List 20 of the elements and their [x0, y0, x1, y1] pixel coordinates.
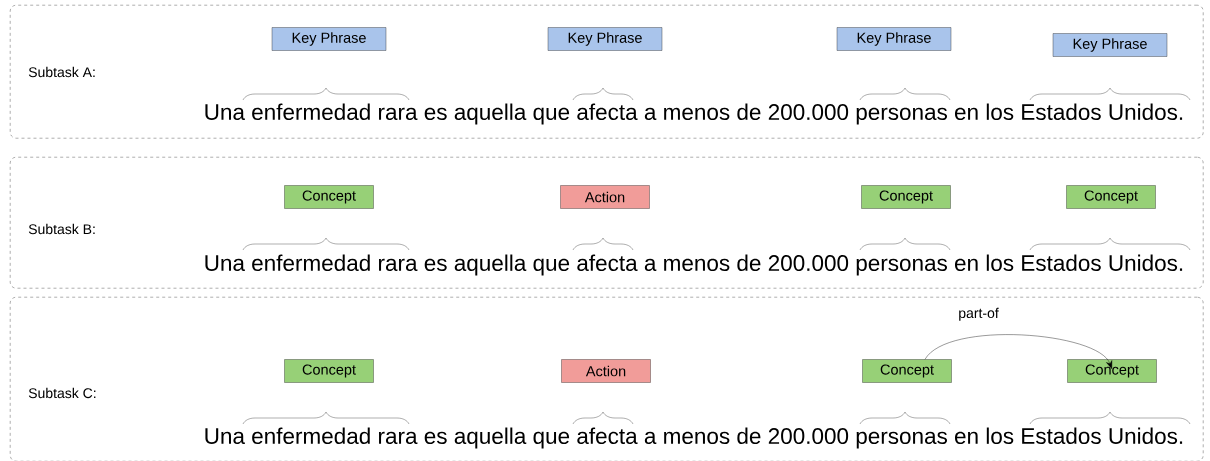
tag-box: Key Phrase	[547, 27, 663, 51]
sentence: Una enfermedad rara es aquella que afecta a menos de 200.000 personas en los Estados Unidos.	[205, 427, 1183, 449]
tag-box: Key Phrase	[271, 27, 387, 51]
tag-box: Concept	[862, 359, 952, 383]
subtask-label: Subtask C:	[28, 387, 96, 399]
subtask-label: Subtask A:	[28, 66, 95, 78]
tag-box: Concept	[284, 359, 374, 383]
arrow	[924, 334, 1113, 369]
tag-box: Action	[560, 185, 650, 209]
tag-box: Concept	[284, 185, 374, 209]
tag-box: Key Phrase	[1052, 33, 1168, 57]
tag-box: Action	[561, 359, 651, 383]
tag-box: Concept	[1066, 185, 1156, 209]
edge-label: part-of	[959, 307, 999, 321]
sentence: Una enfermedad rara es aquella que afecta a menos de 200.000 personas en los Estados Unidos.	[205, 254, 1183, 276]
sentence: Una enfermedad rara es aquella que afecta a menos de 200.000 personas en los Estados Unidos.	[205, 103, 1183, 125]
tag-box: Concept	[861, 185, 951, 209]
tag-box: Key Phrase	[836, 27, 952, 51]
subtask-label: Subtask B:	[28, 223, 95, 235]
tag-box: Concept	[1067, 359, 1157, 383]
